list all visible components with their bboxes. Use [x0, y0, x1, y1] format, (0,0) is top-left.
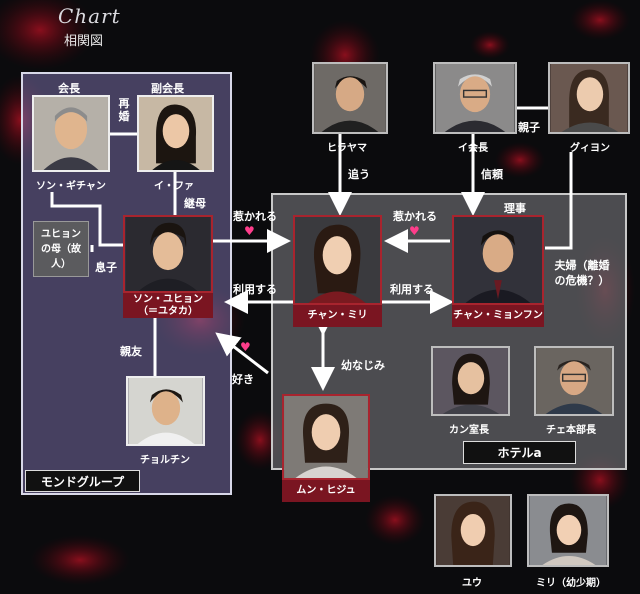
caption-son-yuhyon: ソン・ユヒョン （＝ユタカ） [123, 293, 213, 318]
caption-chan-myonfun: チャン・ミョンフン [452, 305, 544, 327]
name-chan-myonfun: チャン・ミョンフン [453, 310, 543, 321]
photo-chan-myonfun [452, 215, 544, 305]
label-uses-left: 利用する [233, 283, 277, 296]
hotel-label: ホテルa [463, 441, 576, 464]
label-stepmother: 継母 [184, 197, 206, 210]
name-son-gichan: ソン・ギチャン [36, 181, 106, 192]
label-childhood-friend: 幼なじみ [341, 359, 385, 372]
alias-son-yuhyon: （＝ユタカ） [138, 305, 198, 317]
caption-mun-hiju: ムン・ヒジュ [282, 480, 370, 502]
photo-son-yuhyon [123, 215, 213, 293]
photo-i-chairman [433, 62, 517, 134]
name-miri-child: ミリ（幼少期） [536, 578, 606, 589]
name-i-fa: イ・ファ [154, 181, 194, 192]
name-che: チェ本部長 [546, 425, 596, 436]
photo-kan [431, 346, 510, 416]
photo-hirayama [312, 62, 388, 134]
caption-chan-miri: チャン・ミリ [293, 305, 382, 327]
role-chairman: 会長 [58, 82, 80, 95]
name-chan-miri: チャン・ミリ [307, 310, 368, 321]
mondo-group-text: モンドグループ [40, 474, 125, 489]
name-kan: カン室長 [449, 425, 489, 436]
hotel-text: ホテルa [497, 446, 542, 460]
heart-icon: ♥ [409, 224, 420, 238]
label-chases: 追う [348, 168, 370, 181]
photo-chan-miri [293, 215, 382, 305]
yuhyon-mother-box: ユヒョンの母（故人） [33, 221, 89, 277]
name-yuhyon-mother: ユヒョンの母（故人） [41, 228, 81, 270]
label-trust: 信頼 [481, 168, 503, 181]
mondo-group-label: モンドグループ [25, 470, 140, 492]
name-mun-hiju: ムン・ヒジュ [296, 485, 356, 496]
label-director: 理事 [504, 202, 526, 215]
name-yu: ユウ [462, 578, 482, 589]
name-hirayama: ヒラヤマ [327, 143, 367, 154]
photo-mun-hiju [282, 394, 370, 480]
photo-son-gichan [32, 95, 110, 172]
heart-icon: ♥ [244, 224, 255, 238]
label-son: 息子 [95, 261, 117, 274]
label-likes: 好き [232, 373, 254, 386]
role-vice-chairman: 副会長 [151, 82, 184, 95]
photo-gwiyon [548, 62, 630, 134]
name-son-yuhyon: ソン・ユヒョン [133, 293, 203, 305]
photo-che [534, 346, 614, 416]
heart-icon: ♥ [240, 340, 251, 354]
photo-chorchin [126, 376, 205, 446]
chart-title: Chart [58, 4, 121, 28]
photo-i-fa [137, 95, 214, 172]
label-remarried: 再婚 [118, 97, 130, 123]
label-uses-right: 利用する [390, 283, 434, 296]
label-attracted-right: 惹かれる [393, 210, 437, 223]
label-attracted-left: 惹かれる [233, 210, 277, 223]
name-gwiyon: グィヨン [570, 143, 610, 154]
photo-miri-child [527, 494, 609, 567]
name-i-chairman: イ会長 [458, 143, 488, 154]
name-chorchin: チョルチン [140, 455, 190, 466]
label-parent-child: 親子 [518, 121, 540, 134]
chart-subtitle: 相関図 [64, 34, 104, 49]
photo-yu [434, 494, 512, 567]
label-couple-crisis: 夫婦（離婚の危機？） [554, 259, 610, 287]
label-best-friend: 親友 [120, 345, 142, 358]
